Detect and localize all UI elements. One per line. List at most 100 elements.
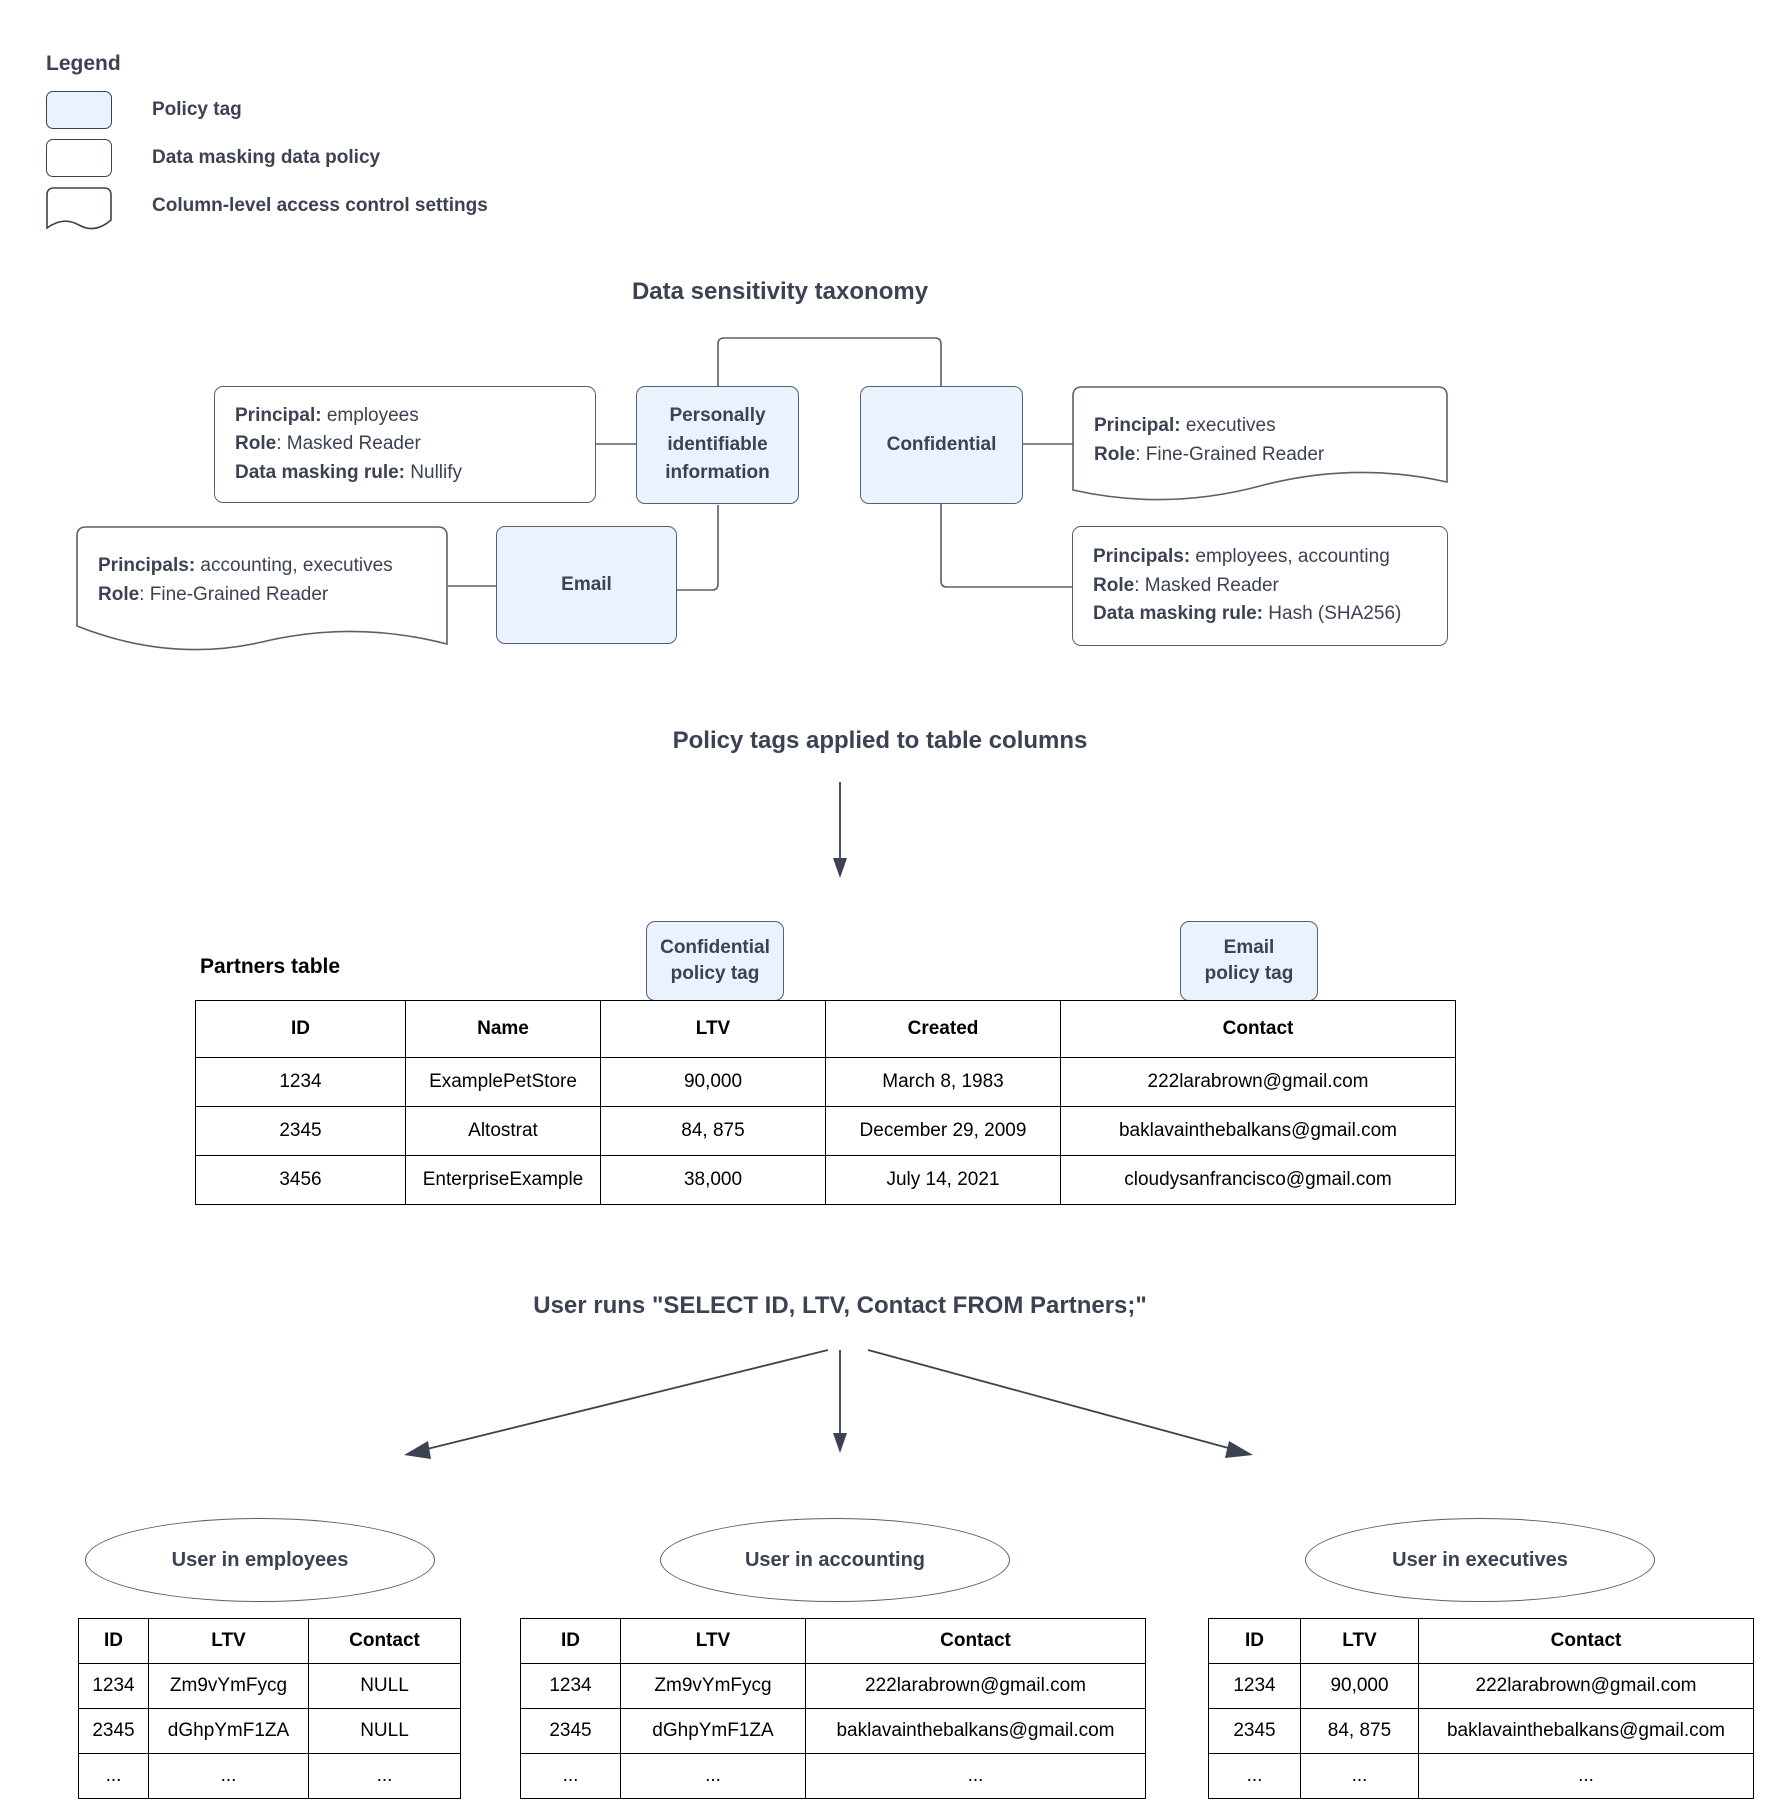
value-principals: accounting, executives	[195, 555, 393, 576]
policy-tag-line-2: policy tag	[670, 963, 760, 984]
cell-created: July 14, 2021	[825, 1155, 1061, 1205]
cell-ltv: 84, 875	[1300, 1708, 1419, 1754]
value-role: : Fine-Grained Reader	[139, 583, 329, 605]
cell-ltv: Zm9vYmFycg	[148, 1663, 309, 1709]
value-principal: executives	[1180, 415, 1276, 436]
cell-contact: NULL	[308, 1663, 461, 1709]
data-masking-policy-swatch-icon	[46, 139, 112, 177]
legend-title: Legend	[46, 52, 121, 75]
policy-tag-personally-identifiable-information[interactable]: Personally identifiable information	[636, 386, 799, 504]
label-role: Role	[1094, 443, 1136, 465]
cell-ltv: ...	[620, 1753, 806, 1799]
cell-ltv: ...	[148, 1753, 309, 1799]
cell-created: December 29, 2009	[825, 1106, 1061, 1156]
cell-id: ...	[78, 1753, 149, 1799]
column-header-contact: Contact	[308, 1618, 461, 1664]
actor-label: User in employees	[171, 1548, 349, 1571]
table-header-row: ID LTV Contact	[520, 1618, 1146, 1664]
label-rule: Data masking rule:	[235, 461, 405, 483]
cell-ltv: 84, 875	[600, 1106, 826, 1156]
query-section-title: User runs "SELECT ID, LTV, Contact FROM …	[533, 1292, 1147, 1319]
cell-ltv: 90,000	[1300, 1663, 1419, 1709]
legend-item-column-access-control: Column-level access control settings	[46, 182, 488, 230]
table-row: 1234 Zm9vYmFycg NULL	[78, 1663, 461, 1709]
legend: Legend Policy tag Data masking data poli…	[46, 52, 488, 230]
actor-node-user-in-executives: User in executives	[1305, 1518, 1655, 1602]
email-column-access-control-box: Principals: accounting, executives Role:…	[76, 526, 448, 651]
actor-node-user-in-accounting: User in accounting	[660, 1518, 1010, 1602]
confidential-data-masking-policy-box: Principals: employees, accounting Role: …	[1072, 526, 1448, 646]
confidential-access-principal: Principal: executives	[1094, 412, 1426, 441]
table-row: 1234 Zm9vYmFycg 222larabrown@gmail.com	[520, 1663, 1146, 1709]
actor-label: User in accounting	[744, 1548, 926, 1571]
actor-label: User in executives	[1392, 1548, 1568, 1571]
column-header-contact: Contact	[805, 1618, 1146, 1664]
cell-ltv: dGhpYmF1ZA	[148, 1708, 309, 1754]
table-row: 3456 EnterpriseExample 38,000 July 14, 2…	[195, 1155, 1456, 1205]
table-row: ... ... ...	[78, 1753, 461, 1799]
pii-data-masking-policy-box: Principal: employees Role: Masked Reader…	[214, 386, 596, 503]
label-rule: Data masking rule:	[1093, 603, 1263, 625]
cell-name: ExamplePetStore	[405, 1057, 601, 1107]
table-header-row: ID LTV Contact	[1208, 1618, 1754, 1664]
column-policy-tag-confidential[interactable]: Confidential policy tag	[646, 921, 784, 1001]
table-row: 1234 ExamplePetStore 90,000 March 8, 198…	[195, 1057, 1456, 1107]
confidential-access-role: Role: Fine-Grained Reader	[1094, 441, 1426, 470]
cell-ltv: Zm9vYmFycg	[620, 1663, 806, 1709]
policy-tag-swatch-icon	[46, 91, 112, 129]
email-access-principals: Principals: accounting, executives	[98, 552, 426, 581]
cell-contact: ...	[308, 1753, 461, 1799]
cell-contact: baklavainthebalkans@gmail.com	[1060, 1106, 1456, 1156]
cell-id: 2345	[520, 1708, 621, 1754]
column-header-contact: Contact	[1418, 1618, 1754, 1664]
cell-contact: baklavainthebalkans@gmail.com	[805, 1708, 1146, 1754]
policy-tag-line-1: Email	[1223, 937, 1275, 959]
policy-tag-confidential[interactable]: Confidential	[860, 386, 1023, 504]
cell-contact: 222larabrown@gmail.com	[1418, 1663, 1754, 1709]
cell-id: ...	[520, 1753, 621, 1799]
table-row: ... ... ...	[520, 1753, 1146, 1799]
cell-id: ...	[1208, 1753, 1301, 1799]
value-role: : Masked Reader	[276, 433, 421, 455]
label-role: Role	[1093, 574, 1135, 596]
cell-contact: 222larabrown@gmail.com	[805, 1663, 1146, 1709]
value-role: : Fine-Grained Reader	[1135, 443, 1325, 465]
column-header-ltv: LTV	[600, 1000, 826, 1058]
table-header-row: ID LTV Contact	[78, 1618, 461, 1664]
value-principals: employees, accounting	[1190, 546, 1390, 568]
column-header-id: ID	[520, 1618, 621, 1664]
policy-tag-email[interactable]: Email	[496, 526, 677, 644]
value-rule: Nullify	[405, 461, 463, 483]
cell-id: 1234	[78, 1663, 149, 1709]
legend-label: Data masking data policy	[152, 147, 381, 168]
column-header-id: ID	[1208, 1618, 1301, 1664]
label-principals: Principals:	[98, 555, 196, 576]
label-role: Role	[98, 583, 140, 605]
applied-arrow	[833, 782, 847, 878]
cell-contact: cloudysanfrancisco@gmail.com	[1060, 1155, 1456, 1205]
pii-policy-principal: Principal: employees	[235, 402, 575, 431]
pii-policy-role: Role: Masked Reader	[235, 430, 575, 459]
pii-policy-rule: Data masking rule: Nullify	[235, 459, 575, 488]
cell-ltv: 38,000	[600, 1155, 826, 1205]
cell-contact: ...	[805, 1753, 1146, 1799]
confidential-masking-principals: Principals: employees, accounting	[1093, 543, 1427, 572]
email-access-content: Principals: accounting, executives Role:…	[76, 526, 448, 609]
column-policy-tag-email[interactable]: Email policy tag	[1180, 921, 1318, 1001]
result-table-employees: ID LTV Contact 1234 Zm9vYmFycg NULL 2345…	[78, 1618, 461, 1799]
table-row: 2345 dGhpYmF1ZA baklavainthebalkans@gmai…	[520, 1708, 1146, 1754]
taxonomy-connectors	[448, 337, 1075, 591]
policy-tag-line-1: Confidential	[660, 937, 770, 959]
partners-table-label: Partners table	[200, 955, 341, 978]
result-table-accounting: ID LTV Contact 1234 Zm9vYmFycg 222larabr…	[520, 1618, 1146, 1799]
table-row: 2345 dGhpYmF1ZA NULL	[78, 1708, 461, 1754]
table-row: ... ... ...	[1208, 1753, 1754, 1799]
label-principals: Principals:	[1093, 546, 1191, 568]
cell-contact: ...	[1418, 1753, 1754, 1799]
column-header-id: ID	[78, 1618, 149, 1664]
value-role: : Masked Reader	[1134, 574, 1279, 596]
actor-node-user-in-employees: User in employees	[85, 1518, 435, 1602]
cell-id: 1234	[520, 1663, 621, 1709]
cell-contact: NULL	[308, 1708, 461, 1754]
table-row: 1234 90,000 222larabrown@gmail.com	[1208, 1663, 1754, 1709]
